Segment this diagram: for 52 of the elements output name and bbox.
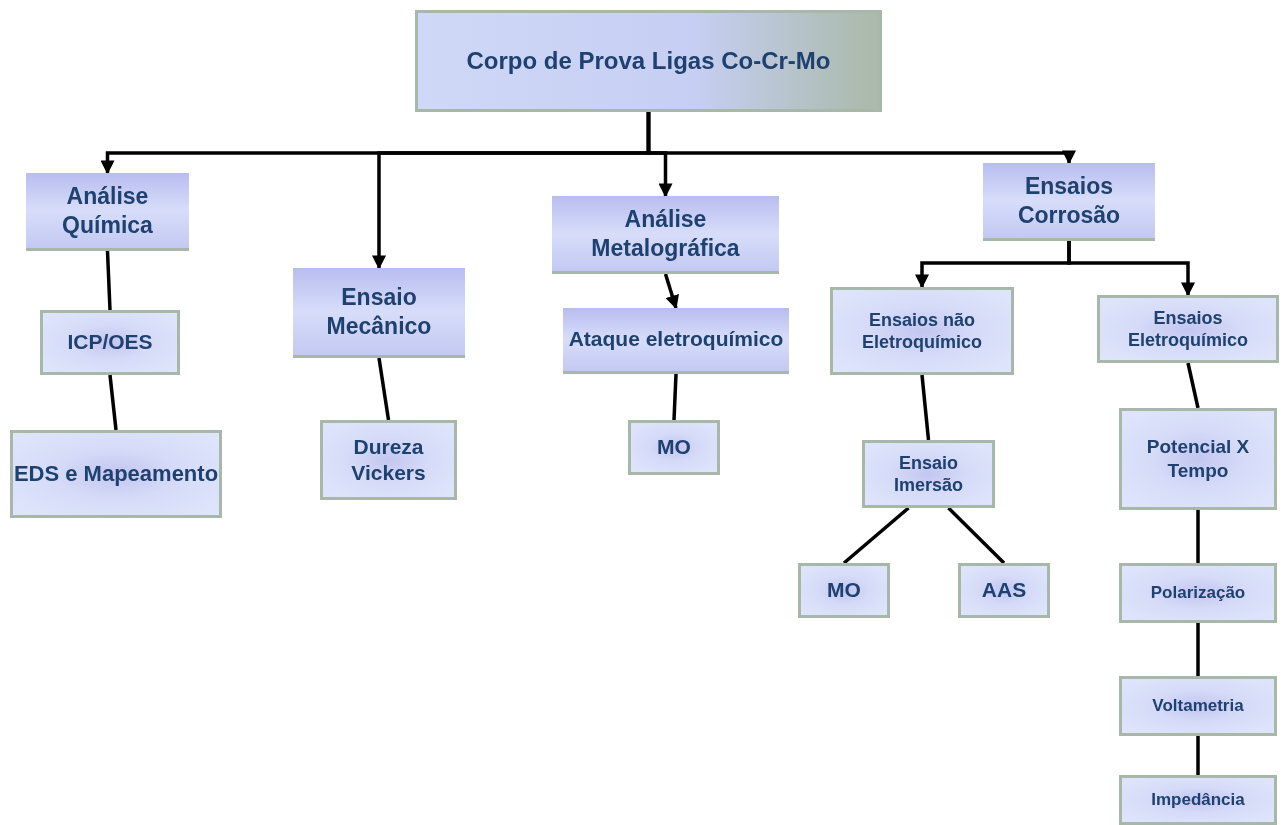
process-box xyxy=(1119,408,1277,510)
process-box xyxy=(958,563,1050,618)
connector-line xyxy=(672,373,678,421)
connector-line xyxy=(1196,623,1200,676)
box-label: Corpo de Prova Ligas Co-Cr-Mo xyxy=(466,46,831,76)
process-box xyxy=(552,196,779,274)
box-label: Ensaios Eletroquímico xyxy=(1127,306,1249,352)
process-box xyxy=(1119,563,1277,623)
process-box xyxy=(798,563,890,618)
box-label: Análise Metalográfica xyxy=(590,204,741,263)
box-label: Potencial X Tempo xyxy=(1145,435,1251,483)
box-label: AAS xyxy=(981,577,1027,604)
process-box xyxy=(983,163,1155,241)
process-box xyxy=(862,440,995,508)
process-box xyxy=(1119,775,1277,825)
box-label: Impedância xyxy=(1151,789,1245,811)
box-label: Ataque eletroquímico xyxy=(568,326,784,353)
connector-line xyxy=(947,506,1006,565)
arrow xyxy=(1067,241,1195,297)
process-box xyxy=(1097,295,1279,363)
process-box xyxy=(26,173,189,251)
box-label: MO xyxy=(657,434,691,461)
box-label: Ensaios Corrosão xyxy=(1016,171,1122,230)
connector-line xyxy=(842,506,910,565)
box-label: Ensaio Imersão xyxy=(892,451,964,497)
box-label: Polarização xyxy=(1150,582,1246,604)
process-box xyxy=(628,420,720,475)
box-label: Ensaio Mecânico xyxy=(325,282,433,341)
process-box xyxy=(40,310,180,375)
process-box xyxy=(1119,676,1277,736)
process-box xyxy=(320,420,457,500)
process-box xyxy=(830,287,1014,375)
process-box xyxy=(563,308,789,374)
connector-line xyxy=(1196,510,1200,563)
box-label: Ensaios não Eletroquímico xyxy=(861,308,983,354)
connector-line xyxy=(105,250,112,311)
arrow xyxy=(663,273,679,310)
connector-line xyxy=(1186,362,1200,409)
process-box xyxy=(293,268,465,358)
connector-line xyxy=(377,357,391,421)
box-label: Voltametria xyxy=(1152,695,1244,717)
process-box xyxy=(10,430,222,518)
process-box xyxy=(415,10,882,112)
box-label: Dureza Vickers xyxy=(350,433,427,486)
connector-line xyxy=(108,374,118,431)
connector-line xyxy=(1196,736,1200,775)
box-label: MO xyxy=(827,577,861,604)
box-label: Análise Química xyxy=(61,181,154,240)
box-label: ICP/OES xyxy=(67,329,153,356)
box-label: EDS e Mapeamento xyxy=(13,460,219,488)
arrow xyxy=(646,112,1076,165)
connector-line xyxy=(920,374,931,441)
